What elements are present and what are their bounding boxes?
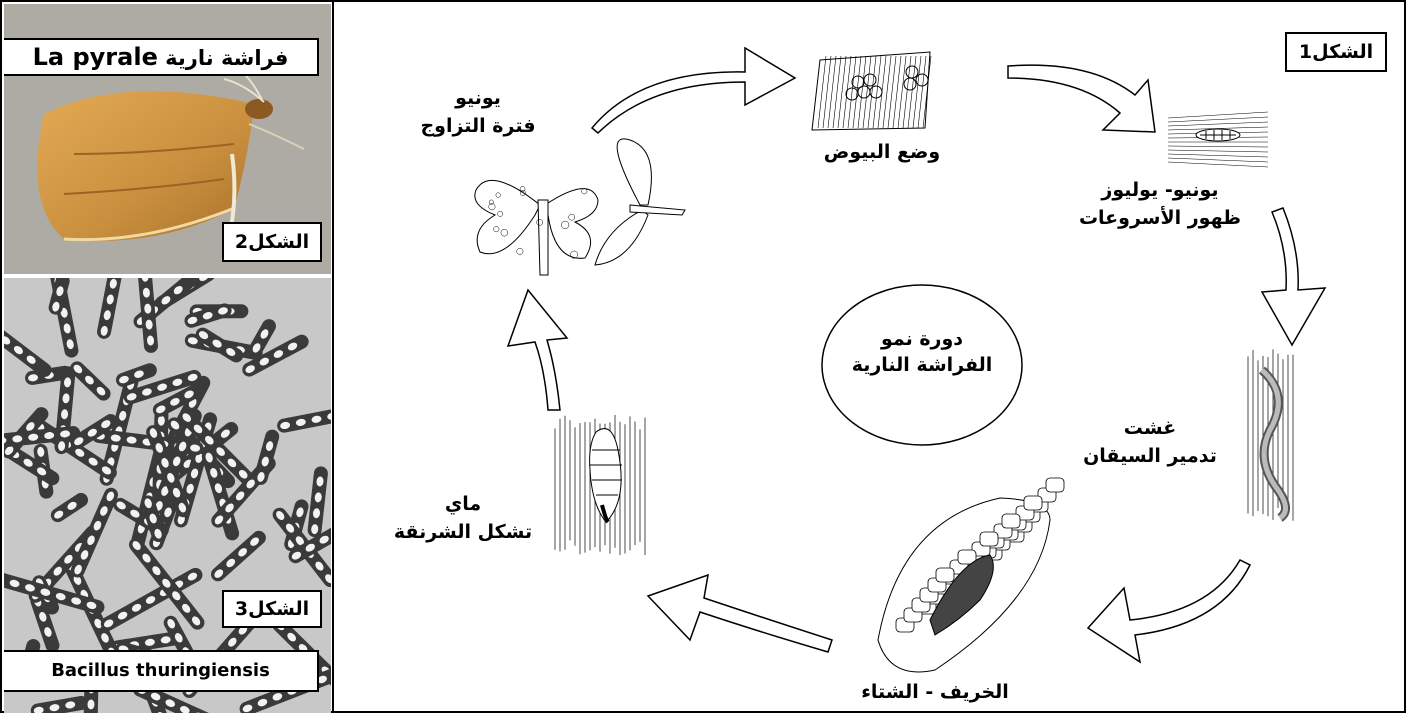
cycle-arrow-3: [1260, 207, 1327, 347]
figure2-tag: الشكل2: [222, 222, 322, 262]
stage-label-pupa: ماي تشكل الشرنقة: [393, 493, 533, 543]
pupa-in-stem-illustration: [554, 415, 647, 555]
larva-on-leaf-illustration: [1167, 111, 1269, 168]
stage-label-eggs: وضع البيوض: [823, 141, 941, 163]
figure2-title-latin: La pyrale: [32, 43, 158, 71]
figure1-tag: الشكل1: [1285, 32, 1387, 72]
stage-label-destruction: غشت تدمير السيقان: [1083, 417, 1217, 467]
figure2-title-arabic: فراشة نارية: [165, 46, 289, 70]
cycle-arrow-4: [1086, 559, 1252, 664]
cycle-arrow-5: [646, 573, 833, 653]
figure3-caption: Bacillus thuringiensis: [4, 650, 319, 692]
center-circle: [821, 284, 1023, 446]
cycle-arrow-2: [1007, 64, 1156, 133]
moth-photo: فراشة نارية La pyrale الشكل2: [4, 4, 331, 274]
lifecycle-center-title: دورة نمو الفراشة النارية: [851, 328, 993, 376]
figure3-tag: الشكل3: [222, 590, 322, 628]
stage-label-winter: الخريف - الشتاء: [861, 681, 1009, 703]
bacillus-photo: الشكل3 Bacillus thuringiensis: [4, 278, 331, 713]
cycle-arrow-6: [506, 288, 569, 411]
cycle-arrow-1: [590, 46, 797, 135]
stage-label-mating: يونيو فترة التزاوج: [420, 87, 536, 137]
eggs-illustration: [811, 51, 932, 131]
stage-label-larvae: يونيو- يوليوز ظهور الأسروعات: [1078, 179, 1242, 229]
stem-larva-illustration: [1247, 349, 1294, 522]
adult-moths-illustration: [474, 138, 686, 276]
figure2-title: فراشة نارية La pyrale: [4, 38, 319, 76]
corn-cob-illustration: [877, 477, 1065, 673]
